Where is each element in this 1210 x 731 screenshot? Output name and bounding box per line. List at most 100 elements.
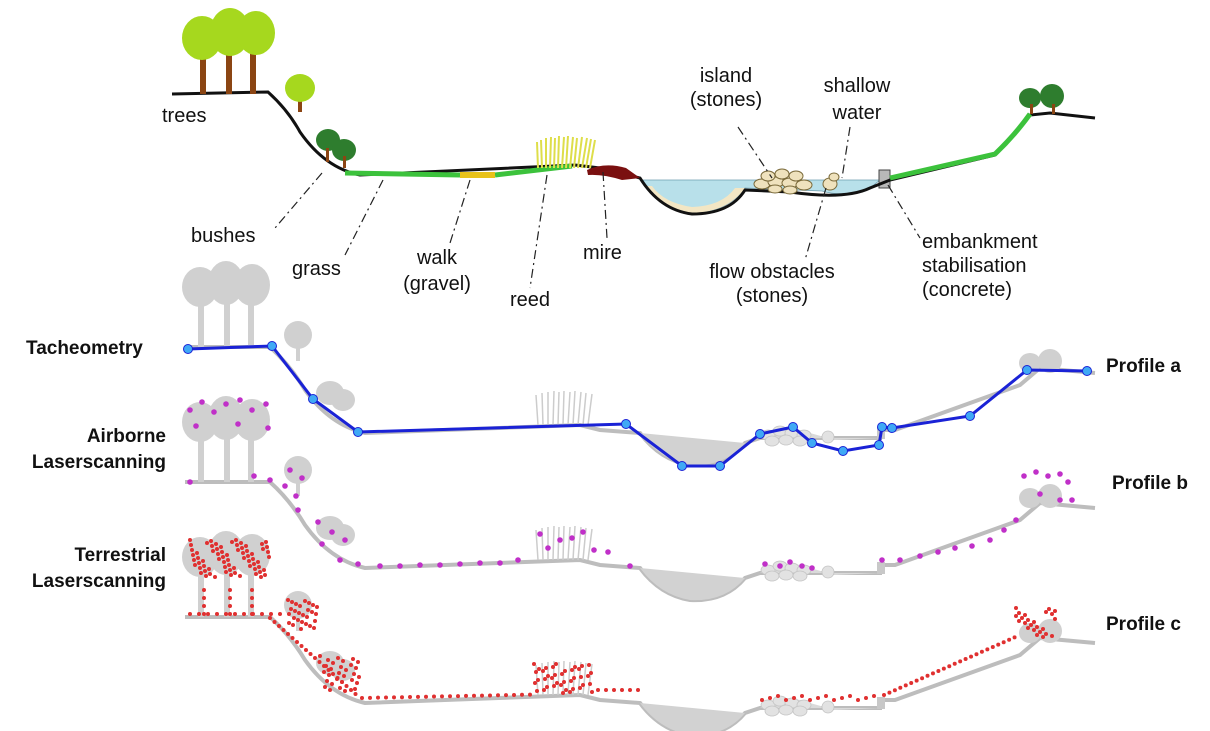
terrestrial-scan-point <box>317 660 322 664</box>
terrestrial-scan-point <box>208 572 212 576</box>
airborne-scan-point <box>1037 491 1043 497</box>
terrestrial-scan-point <box>312 626 316 630</box>
terrestrial-scan-point <box>272 620 277 624</box>
terrestrial-scan-point <box>1044 610 1048 614</box>
terrestrial-scan-point <box>872 694 876 698</box>
terrestrial-scan-point <box>840 696 844 700</box>
terrestrial-scan-point <box>289 607 293 611</box>
terrestrial-scan-point <box>263 573 267 577</box>
airborne-scan-point <box>987 537 993 543</box>
terrestrial-scan-point <box>560 672 564 676</box>
profile-a-section: Tacheometry Profile a <box>26 259 1181 471</box>
terrestrial-scan-point <box>251 612 255 616</box>
terrestrial-scan-point <box>542 688 546 692</box>
terrestrial-scan-point <box>325 679 329 683</box>
airborne-scan-point <box>329 529 335 535</box>
terrestrial-scan-point <box>520 692 524 697</box>
terrestrial-scan-point <box>197 612 201 616</box>
airborne-scan-point <box>417 562 423 568</box>
terrestrial-scan-point <box>291 623 295 627</box>
terrestrial-scan-point <box>210 544 214 548</box>
bushes-label: bushes <box>191 225 256 247</box>
terrestrial-scan-point <box>294 602 298 606</box>
terrestrial-scan-point <box>564 688 568 692</box>
terrestrial-scan-point <box>554 662 558 666</box>
terrestrial-scan-point <box>236 548 240 552</box>
terrestrial-scan-point <box>336 656 340 660</box>
terrestrial-scan-point <box>354 666 358 670</box>
ground-line <box>171 90 1096 216</box>
airborne-scan-point <box>879 557 885 563</box>
terrestrial-scan-point <box>226 558 230 562</box>
terrestrial-scan-point <box>882 693 886 697</box>
trees-group <box>182 8 315 112</box>
tacheometry-label: Tacheometry <box>26 338 143 359</box>
terrestrial-scan-point <box>350 678 354 682</box>
terrestrial-scan-point <box>322 670 326 674</box>
terrestrial-scan-point <box>536 678 540 682</box>
terrestrial-scan-point <box>550 676 554 680</box>
terrestrial-scan-point <box>1032 628 1036 632</box>
airborne-scan-point <box>265 425 271 431</box>
terrestrial-scan-point <box>248 564 252 568</box>
terrestrial-scan-point <box>287 621 291 625</box>
terrestrial-scan-point <box>1029 623 1033 627</box>
terrestrial-scan-point <box>252 562 256 566</box>
terrestrial-scan-point <box>569 679 573 683</box>
terrestrial-scan-point <box>219 545 223 549</box>
terrestrial-scan-point <box>914 678 919 683</box>
terrestrial-scan-point <box>245 549 249 553</box>
terrestrial-scan-point <box>1014 614 1018 618</box>
terrestrial-scan-point <box>571 687 575 691</box>
terrestrial-scan-point <box>930 671 935 676</box>
terrestrial-scan-point <box>220 550 224 554</box>
terrestrial-scan-point <box>544 666 548 670</box>
terrestrial-scan-point <box>286 598 290 602</box>
terrestrial-scan-point <box>191 553 195 557</box>
airborne-scan-point <box>457 561 463 567</box>
terrestrial-scan-point <box>1007 637 1012 642</box>
flow-obstacle-stones <box>822 172 840 191</box>
terrestrial-scan-point <box>261 547 265 551</box>
terrestrial-scan-point <box>238 574 242 578</box>
airborne-scan-point <box>267 477 273 483</box>
airborne-scan-point <box>1069 497 1075 503</box>
terrestrial-scan-point <box>318 654 322 658</box>
terrestrial-scan-point <box>224 570 228 574</box>
airborne-scan-point <box>187 479 193 485</box>
airborne-scan-point <box>969 543 975 549</box>
terrestrial-scan-point <box>1026 618 1030 622</box>
terrestrial-scan-point <box>228 596 232 600</box>
terrestrial-scan-point <box>832 698 836 702</box>
terrestrial-scan-point <box>351 657 355 661</box>
airborne-scan-point <box>1033 469 1039 475</box>
airborne-scan-point <box>580 529 586 535</box>
terrestrial-scan-point <box>202 564 206 568</box>
terrestrial-scan-point <box>360 696 364 700</box>
terrestrial-scan-point <box>266 550 270 554</box>
terrestrial-scan-point <box>331 661 335 665</box>
terrestrial-scan-point <box>338 686 342 690</box>
terrestrial-scan-point <box>214 542 218 546</box>
terrestrial-scan-point <box>1053 617 1057 621</box>
terrestrial-scan-point <box>307 601 311 605</box>
airborne-scan-point <box>1021 473 1027 479</box>
terrestrial-scan-point <box>233 612 237 616</box>
terrestrial-scan-point <box>198 566 202 570</box>
airborne-scan-point <box>199 399 205 405</box>
leader-lines <box>274 126 921 289</box>
terrestrial-scan-point <box>1047 607 1051 611</box>
terrestrial-scan-point <box>311 603 315 607</box>
airborne-scan-point <box>1045 473 1051 479</box>
terrestrial-scan-point <box>327 673 331 677</box>
airborne-scan-point <box>342 537 348 543</box>
terrestrial-scan-point <box>331 672 335 676</box>
terrestrial-scan-point <box>808 698 812 702</box>
terrestrial-scan-point <box>1017 619 1021 623</box>
airborne-scan-point <box>799 563 805 569</box>
terrestrial-scan-point <box>244 544 248 548</box>
terrestrial-scan-point <box>298 604 302 608</box>
terrestrial-scan-point <box>190 548 194 552</box>
terrestrial-scan-point <box>512 692 516 697</box>
